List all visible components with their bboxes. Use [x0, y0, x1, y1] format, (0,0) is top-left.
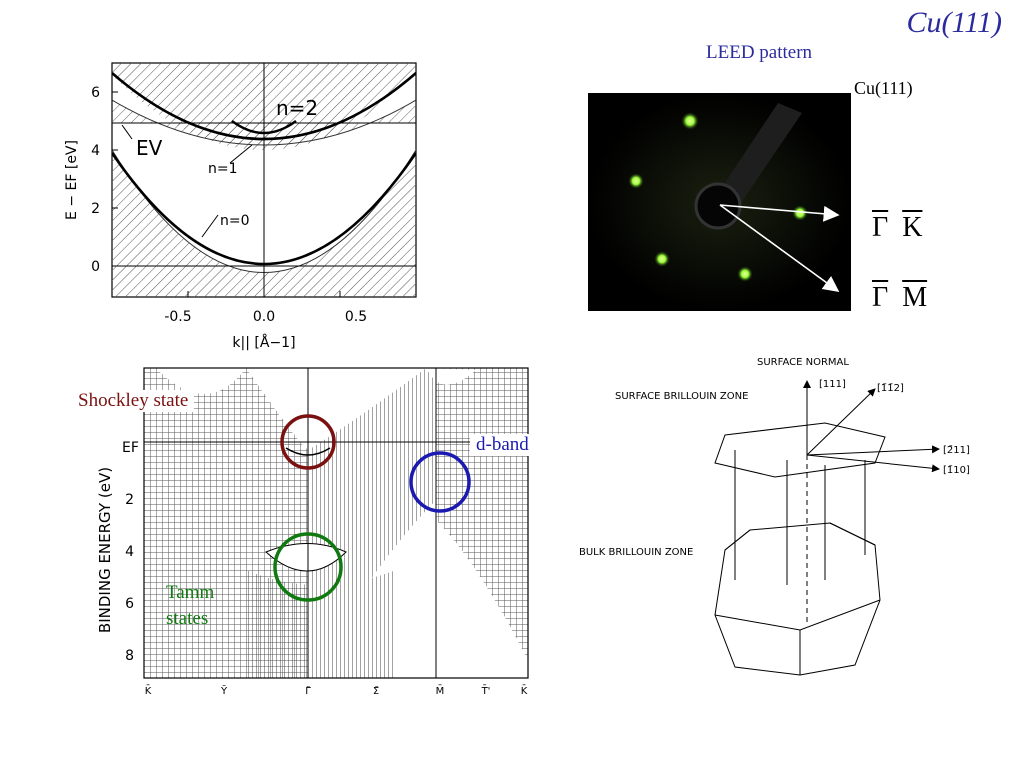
band-ytick-2: 2: [125, 492, 134, 508]
leed-pattern-image: [588, 93, 851, 311]
gamma-m-label: Γ M: [872, 282, 928, 313]
bulk-zone-label: BULK BRILLOUIN ZONE: [579, 547, 693, 558]
leed-spot: [628, 173, 644, 189]
slide-title: Cu(111): [906, 6, 1002, 39]
x-axis-label: k|| [Å−1]: [232, 334, 295, 351]
ytick-2: 2: [91, 201, 100, 217]
y-axis-label: E − EF [eV]: [64, 140, 80, 220]
band-xtick: Γ̄: [305, 686, 311, 697]
dir-110-label: [1̄10]: [943, 465, 970, 476]
dir-111-label: [111]: [819, 379, 846, 390]
dir-112-label: [1̄1̄2]: [877, 383, 904, 394]
d-band-circle: [409, 451, 471, 513]
tamm-states-label: Tamm states: [166, 582, 215, 629]
xtick-0: 0.0: [253, 309, 275, 325]
leed-spot: [737, 266, 753, 282]
label-n2: n=2: [276, 96, 318, 120]
band-xtick: Ȳ: [220, 684, 228, 697]
label-n1: n=1: [208, 161, 238, 177]
xtick-05: 0.5: [345, 309, 367, 325]
bulk-band-region: [112, 150, 416, 297]
band-ytick-4: 4: [125, 544, 134, 560]
band-ytick-8: 8: [125, 648, 134, 664]
leed-spot: [681, 112, 699, 130]
image-potential-plot: 0 2 4 6 -0.5 0.0 0.5 k|| [Å−1] E − EF [e…: [64, 62, 417, 351]
shockley-circle: [280, 414, 336, 470]
band-xtick: T̄': [481, 684, 491, 697]
ev-label: EV: [136, 136, 163, 160]
band-xtick: K̄: [145, 684, 152, 697]
xtick-neg05: -0.5: [164, 309, 191, 325]
label-n0: n=0: [220, 213, 250, 229]
surface-zone-label: SURFACE BRILLOUIN ZONE: [615, 391, 748, 402]
leed-spot: [792, 205, 808, 221]
leed-direction-arrows: [719, 204, 840, 292]
leed-caption: LEED pattern: [706, 42, 813, 63]
band-xtick: M̄: [436, 684, 445, 697]
band-structure-plot: EF 2 4 6 8 BINDING ENERGY (eV) K̄ Ȳ Γ̄ Σ…: [96, 367, 529, 697]
shockley-state-label: Shockley state: [72, 390, 195, 412]
ytick-0: 0: [91, 259, 100, 275]
ytick-4: 4: [91, 143, 100, 159]
surface-normal-label: SURFACE NORMAL: [757, 357, 849, 368]
band-xtick: Σ̄: [373, 686, 379, 697]
ytick-6: 6: [91, 85, 100, 101]
ef-label: EF: [122, 440, 139, 456]
dir-211-label: [2̄11]: [943, 445, 970, 456]
band-y-axis-label: BINDING ENERGY (eV): [96, 467, 114, 633]
band-xtick: K̄: [521, 684, 528, 697]
leed-spot: [654, 251, 670, 267]
brillouin-zone-diagram: SURFACE NORMAL SURFACE BRILLOUIN ZONE BU…: [579, 357, 970, 676]
tamm-circle: [273, 532, 343, 602]
gamma-k-label: Γ K: [872, 212, 923, 243]
leed-sample-label: Cu(111): [854, 78, 913, 98]
band-ytick-6: 6: [125, 596, 134, 612]
d-band-label: d-band: [470, 434, 535, 456]
